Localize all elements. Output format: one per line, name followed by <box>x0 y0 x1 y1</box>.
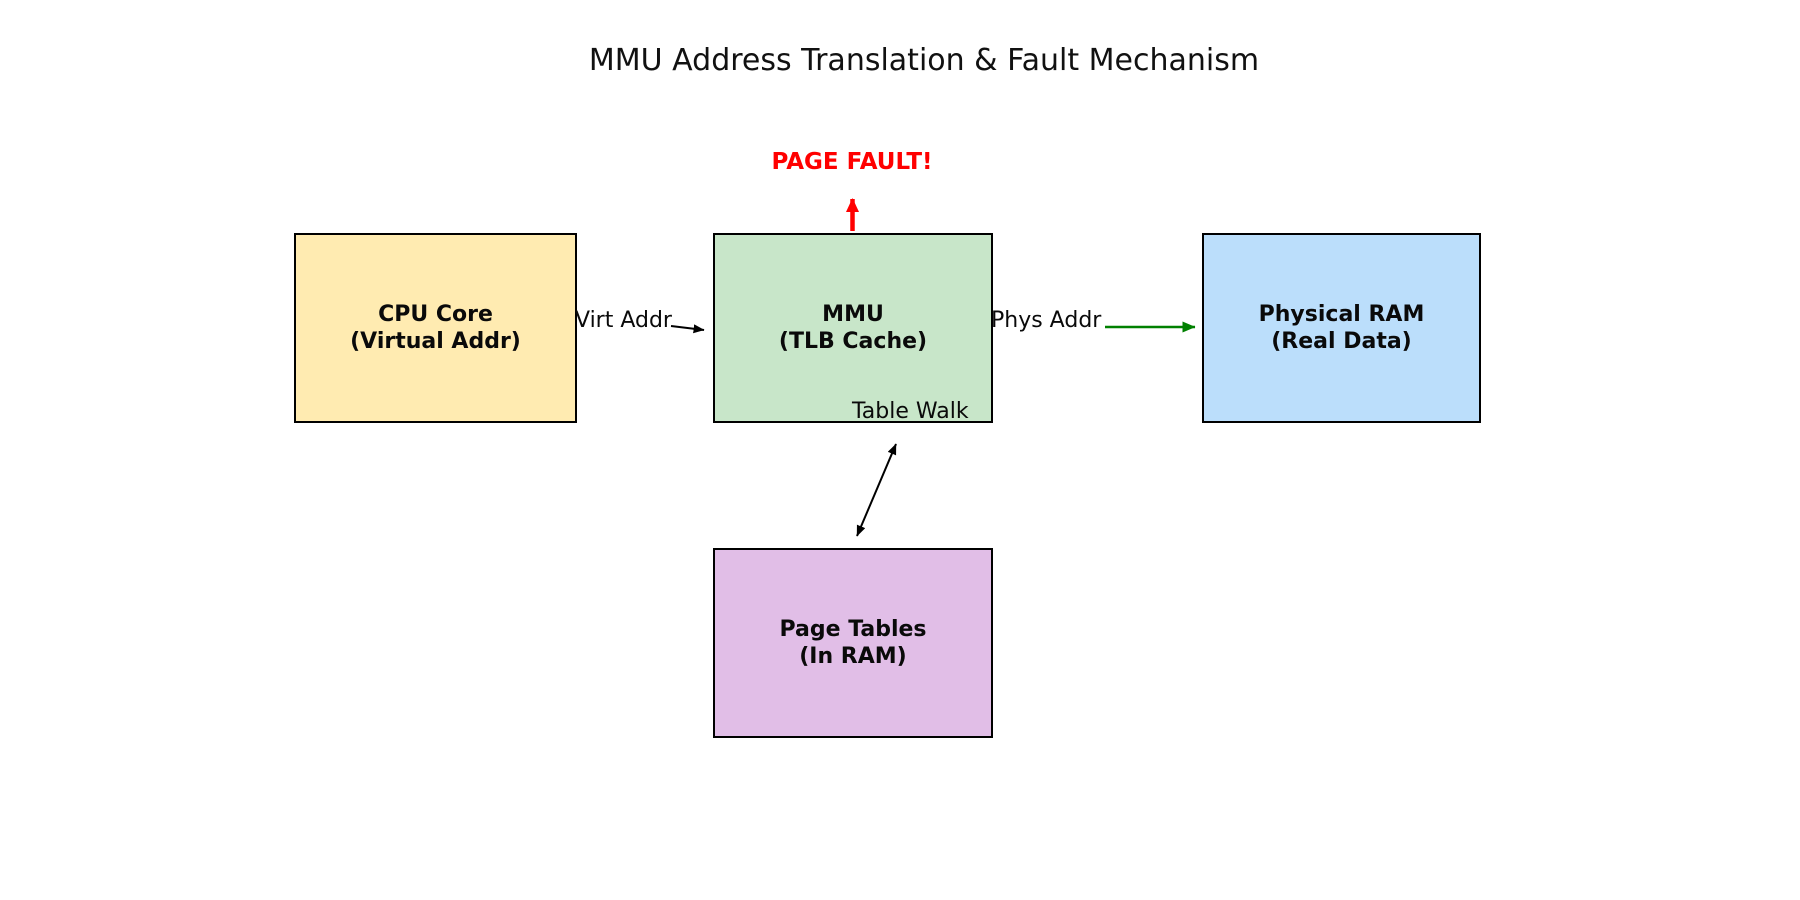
physical-ram-label-line2: (Real Data) <box>1271 329 1412 354</box>
node-mmu: MMU (TLB Cache) <box>713 233 993 423</box>
virt-addr-arrow <box>670 324 705 334</box>
node-cpu-core: CPU Core (Virtual Addr) <box>294 233 577 423</box>
cpu-core-label: CPU Core (Virtual Addr) <box>350 301 521 355</box>
page-tables-label-line1: Page Tables <box>779 617 927 642</box>
mmu-label-line1: MMU <box>822 302 884 327</box>
physical-ram-label-line1: Physical RAM <box>1258 302 1425 327</box>
table-walk-arrow <box>856 443 897 537</box>
node-physical-ram: Physical RAM (Real Data) <box>1202 233 1481 423</box>
virt-addr-label: Virt Addr <box>575 308 672 333</box>
diagram-title: MMU Address Translation & Fault Mechanis… <box>588 43 1260 78</box>
table-walk-label: Table Walk <box>852 399 969 424</box>
mmu-label-line2: (TLB Cache) <box>778 329 928 354</box>
cpu-core-label-line1: CPU Core <box>378 302 493 327</box>
node-page-tables: Page Tables (In RAM) <box>713 548 993 738</box>
page-tables-label: Page Tables (In RAM) <box>779 616 926 670</box>
physical-ram-label: Physical RAM (Real Data) <box>1259 301 1425 355</box>
page-tables-label-line2: (In RAM) <box>799 644 907 669</box>
page-fault-label: PAGE FAULT! <box>771 149 933 175</box>
mmu-label: MMU (TLB Cache) <box>779 301 927 355</box>
phys-addr-label: Phys Addr <box>991 308 1102 333</box>
cpu-core-label-line2: (Virtual Addr) <box>350 329 521 354</box>
